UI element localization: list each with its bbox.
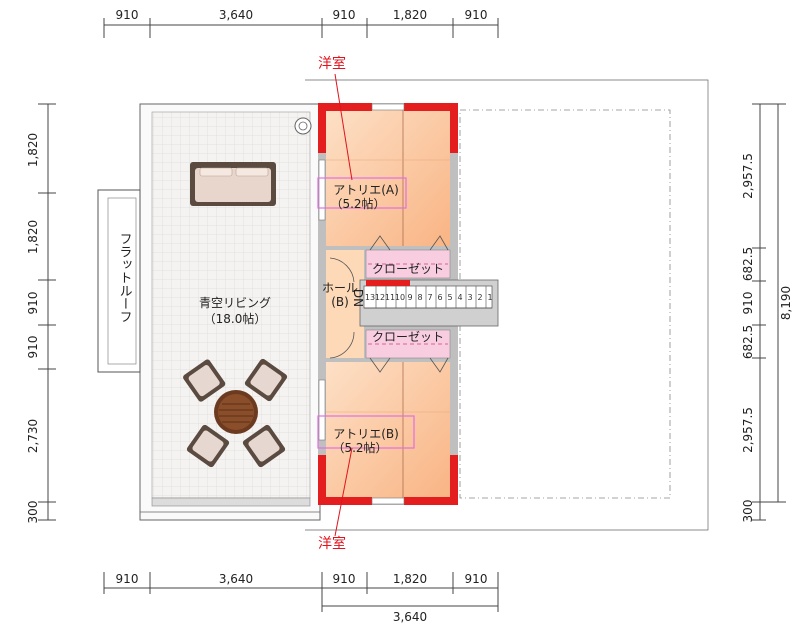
closet-top bbox=[365, 249, 451, 279]
flat-roof-label: フラットルーフ bbox=[117, 232, 132, 323]
bottom-dimension-line: 910 3,640 910 1,820 910 3,640 bbox=[103, 572, 499, 624]
stair-step-number: 9 bbox=[407, 293, 412, 302]
atelier-b-label: アトリエ(B) bbox=[333, 427, 399, 441]
dim-right-2: 682.5 bbox=[741, 247, 755, 281]
western-room-bottom-label: 洋室 bbox=[318, 535, 346, 552]
dim-bottom-4: 1,820 bbox=[393, 572, 427, 586]
dim-top-3: 910 bbox=[333, 8, 356, 22]
dim-bottom-1: 910 bbox=[116, 572, 139, 586]
western-room-top-label: 洋室 bbox=[318, 55, 346, 72]
dim-right-5: 2,957.5 bbox=[741, 407, 755, 453]
hall-door-arc bbox=[329, 257, 355, 283]
dim-left-6: 300 bbox=[26, 501, 40, 524]
left-dimension-line: 1,820 1,820 910 910 2,730 300 bbox=[26, 103, 56, 524]
stair-step-number: 1 bbox=[487, 293, 492, 302]
closet-top-label: クローゼット bbox=[372, 262, 444, 276]
living-label: 青空リビング bbox=[199, 296, 271, 310]
hall-floor bbox=[326, 250, 364, 358]
table-set-icon bbox=[183, 358, 288, 468]
dim-left-4: 910 bbox=[26, 336, 40, 359]
dim-top-2: 3,640 bbox=[219, 8, 253, 22]
hall-sub-label: (B) bbox=[331, 295, 349, 309]
western-room-top-pointer bbox=[334, 73, 353, 181]
dim-right-4: 682.5 bbox=[741, 325, 755, 359]
stair-step-number: 5 bbox=[447, 293, 452, 302]
atelier-a-label: アトリエ(A) bbox=[333, 183, 399, 197]
dim-top-5: 910 bbox=[465, 8, 488, 22]
hall-label: ホール bbox=[322, 281, 358, 295]
flat-roof bbox=[97, 189, 141, 373]
top-dimension-line: 910 3,640 910 1,820 910 bbox=[103, 8, 499, 38]
dim-left-3: 910 bbox=[26, 292, 40, 315]
dim-left-5: 2,730 bbox=[26, 419, 40, 453]
stair-step-number: 13 bbox=[365, 293, 375, 302]
stair-step-number: 11 bbox=[385, 293, 395, 302]
stair-step-number: 2 bbox=[477, 293, 482, 302]
sky-living-area bbox=[139, 103, 321, 521]
down-label: DN bbox=[351, 289, 365, 307]
atelier-a-size: （5.2帖） bbox=[330, 196, 385, 211]
dim-left-2: 1,820 bbox=[26, 220, 40, 254]
atelier-a-highlight bbox=[317, 177, 407, 209]
drain-icon bbox=[294, 117, 312, 135]
dim-top-1: 910 bbox=[116, 8, 139, 22]
stair-step-number: 6 bbox=[437, 293, 442, 302]
stair-step-number: 3 bbox=[467, 293, 472, 302]
dim-bottom-2: 3,640 bbox=[219, 572, 253, 586]
closet-bottom bbox=[365, 329, 451, 359]
dim-right-1: 2,957.5 bbox=[741, 153, 755, 199]
dim-top-4: 1,820 bbox=[393, 8, 427, 22]
right-dimension-line: 2,957.5 682.5 910 682.5 2,957.5 300 8,19… bbox=[741, 103, 793, 523]
dim-right-total: 8,190 bbox=[779, 286, 793, 320]
living-size-label: （18.0帖） bbox=[204, 311, 267, 326]
dim-right-3: 910 bbox=[741, 292, 755, 315]
stair-step-number: 10 bbox=[395, 293, 405, 302]
stair-step-number: 8 bbox=[417, 293, 422, 302]
stair-step-number: 12 bbox=[375, 293, 385, 302]
stair-step-number: 4 bbox=[457, 293, 462, 302]
dim-bottom-total: 3,640 bbox=[393, 610, 427, 624]
dim-right-6: 300 bbox=[741, 500, 755, 523]
western-room-bottom-pointer bbox=[334, 447, 353, 537]
atelier-b-highlight bbox=[317, 415, 415, 449]
stair-step-number: 7 bbox=[427, 293, 432, 302]
dim-bottom-5: 910 bbox=[465, 572, 488, 586]
closet-bottom-label: クローゼット bbox=[372, 330, 444, 344]
dim-left-1: 1,820 bbox=[26, 133, 40, 167]
dim-bottom-3: 910 bbox=[333, 572, 356, 586]
red-walls bbox=[318, 103, 458, 505]
sofa-icon bbox=[190, 162, 276, 206]
hall-door-arc-lower bbox=[329, 331, 355, 359]
atelier-b-size: （5.2帖） bbox=[332, 440, 387, 455]
